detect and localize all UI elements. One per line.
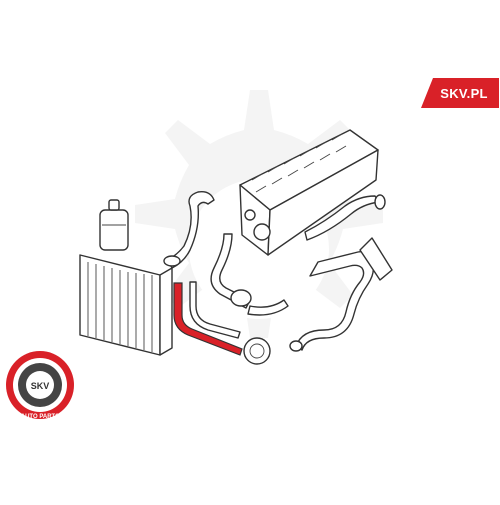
brand-badge-text: SKV.PL: [440, 85, 488, 101]
logo-text-bottom: AUTO PARTS: [21, 414, 59, 420]
heater-hose-right: [289, 194, 393, 352]
logo-text-top: SKV: [31, 381, 50, 391]
expansion-tank: [99, 199, 129, 251]
upper-hose: [163, 190, 215, 269]
water-pump: [243, 337, 271, 365]
skv-logo: SKV AUTO PARTS: [6, 351, 74, 420]
radiator: [79, 254, 173, 356]
brand-badge: SKV.PL: [421, 78, 499, 108]
highlighted-coolant-hose: [173, 282, 243, 356]
engine-cylinder-head: [239, 129, 379, 256]
thermostat-hose: [189, 233, 289, 339]
